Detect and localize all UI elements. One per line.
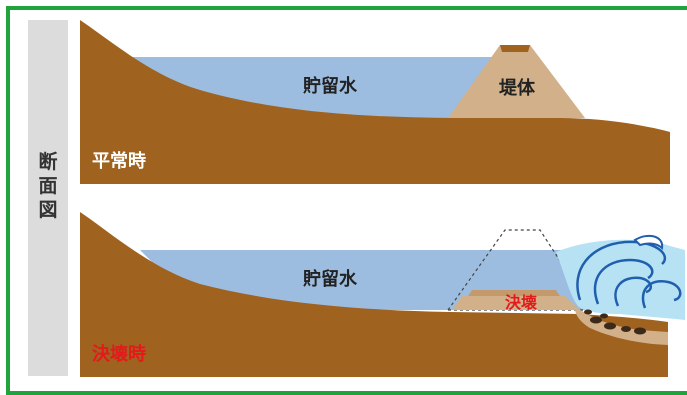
side-label-char: 図 [38,199,58,221]
wave-curl-outer [576,240,667,301]
dam-remnant-top [468,290,560,296]
breach-label: 決壊 [505,293,538,312]
water-label-breach: 貯留水 [303,268,358,290]
ground-soil [80,20,670,184]
state-label-breach: 決壊時 [92,343,146,365]
flood-wave [556,239,685,320]
debris-rock [600,313,608,319]
wave-curl-right [641,279,682,309]
wave-curl-mid [593,258,654,305]
sediment-flow [574,306,668,345]
wave-curl-inner [614,276,653,307]
state-label-normal: 平常時 [92,150,146,172]
debris-rock [584,309,592,315]
side-label-char: 面 [38,175,58,197]
side-label-char: 断 [38,151,58,173]
water-label: 貯留水 [303,75,358,97]
panel-breach: 貯留水 決壊 決壊時 [80,212,685,377]
side-panel [28,20,68,376]
debris-rock [621,326,631,332]
dam-remnant [452,296,580,310]
panel-normal: 貯留水 堤体 平常時 [80,20,670,184]
side-label-cross-section: 断 面 図 [28,150,68,222]
debris-rock [634,327,646,335]
debris-rock [604,322,616,330]
dam-label: 堤体 [499,77,536,99]
dam-body [448,45,585,118]
ground-soil-breach [80,212,668,377]
debris-rock [590,316,602,324]
wave-tip [633,234,664,251]
dam-crest [500,45,530,52]
